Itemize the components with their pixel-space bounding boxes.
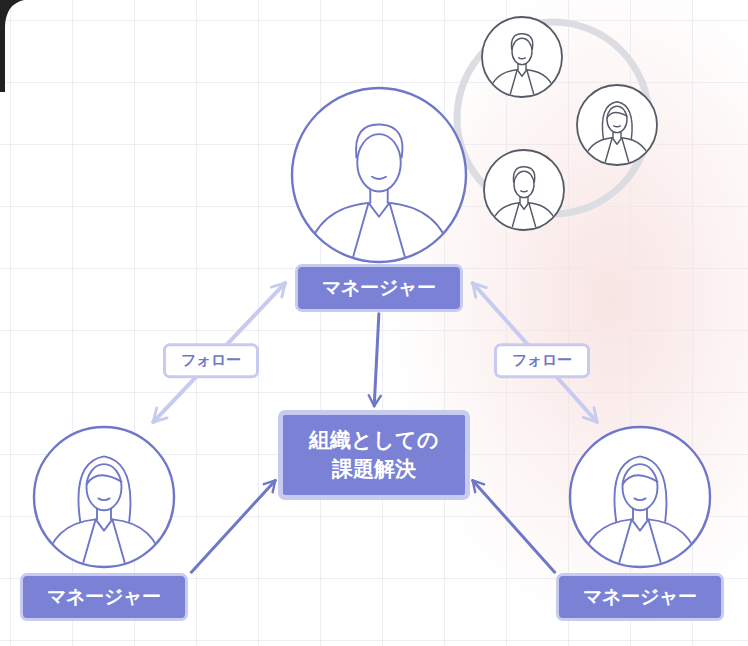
role-label: マネージャー <box>556 573 724 621</box>
team-member <box>577 85 657 165</box>
team-group <box>457 17 657 230</box>
team-member <box>484 150 564 230</box>
flow-arrow <box>374 314 379 406</box>
follow-arrow <box>153 283 285 422</box>
flow-arrow <box>191 480 275 572</box>
person-portrait <box>288 86 470 264</box>
flow-arrow <box>473 480 555 572</box>
manager-node: マネージャー <box>18 425 190 621</box>
follow-arrow <box>473 283 597 422</box>
role-label: マネージャー <box>20 573 188 621</box>
person-portrait <box>556 425 724 569</box>
team-member <box>482 17 562 97</box>
goal-text: 組織としての 課題解決 <box>297 426 451 485</box>
edge-label: フォロー <box>163 343 259 379</box>
manager-node: マネージャー <box>556 425 724 621</box>
corner <box>0 0 24 92</box>
goal-box: 組織としての 課題解決 <box>278 410 470 500</box>
person-portrait <box>18 425 190 569</box>
glow <box>390 0 748 630</box>
role-label: マネージャー <box>295 264 463 312</box>
manager-node: マネージャー <box>288 86 470 312</box>
edge-label: フォロー <box>494 343 590 379</box>
